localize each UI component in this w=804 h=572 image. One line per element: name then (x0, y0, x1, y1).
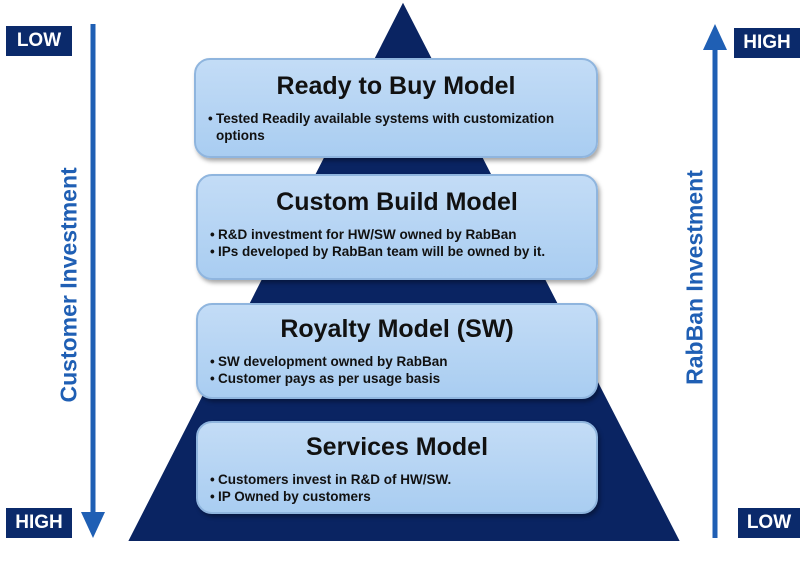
right-top-tag: HIGH (734, 28, 800, 58)
model-box-royalty: Royalty Model (SW) SW development owned … (196, 303, 598, 399)
right-up-arrow (703, 24, 727, 538)
right-bottom-tag: LOW (738, 508, 800, 538)
model-title: Custom Build Model (276, 188, 518, 216)
model-bullets: R&D investment for HW/SW owned by RabBan… (210, 226, 584, 260)
left-bottom-tag: HIGH (6, 508, 72, 538)
model-bullets: Customers invest in R&D of HW/SW. IP Own… (210, 471, 584, 505)
model-title: Ready to Buy Model (276, 72, 516, 100)
customer-investment-label: Customer Investment (55, 167, 82, 403)
left-down-arrow (81, 24, 105, 538)
model-bullet: IPs developed by RabBan team will be own… (210, 243, 584, 260)
model-box-services: Services Model Customers invest in R&D o… (196, 421, 598, 514)
model-title: Services Model (305, 433, 489, 461)
model-bullets: Tested Readily available systems with cu… (208, 110, 584, 144)
left-top-tag: LOW (6, 26, 72, 56)
model-title: Royalty Model (SW) (280, 315, 514, 343)
model-bullet: SW development owned by RabBan (210, 353, 584, 370)
model-bullet: Tested Readily available systems with cu… (208, 110, 584, 144)
model-box-custom-build: Custom Build Model R&D investment for HW… (196, 174, 598, 280)
model-bullet: Customer pays as per usage basis (210, 370, 584, 387)
model-box-ready-to-buy: Ready to Buy Model Tested Readily availa… (194, 58, 598, 158)
model-bullet: Customers invest in R&D of HW/SW. (210, 471, 584, 488)
model-bullet: IP Owned by customers (210, 488, 584, 505)
model-bullet: R&D investment for HW/SW owned by RabBan (210, 226, 584, 243)
model-bullets: SW development owned by RabBan Customer … (210, 353, 584, 387)
rabban-investment-label: RabBan Investment (681, 170, 708, 385)
